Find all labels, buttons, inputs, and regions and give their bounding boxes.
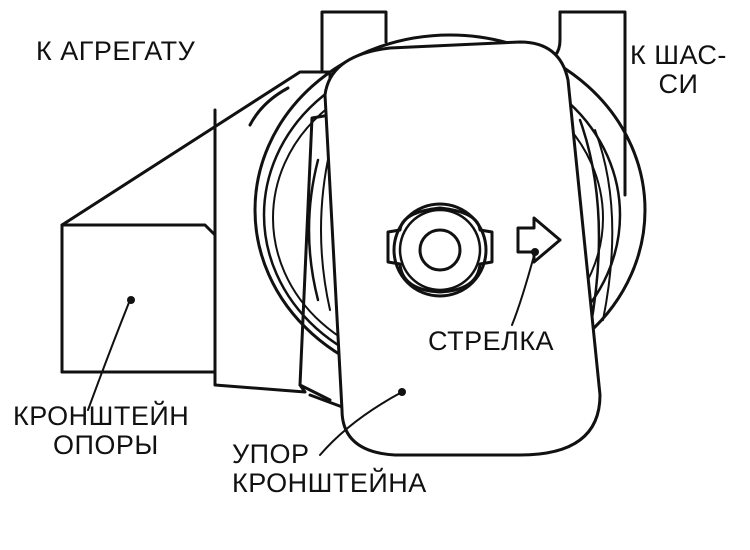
label-bracket-stop-line-2: КРОНШТЕЙНА — [232, 468, 427, 498]
center-bushing — [386, 202, 494, 298]
leader-dots — [127, 248, 539, 396]
label-to-chassis-line-2: СИ — [658, 69, 699, 99]
label-to-chassis-line-1: К ШАС- — [630, 40, 727, 70]
label-to-chassis: К ШАС- СИ — [630, 41, 727, 99]
label-support-bracket-line-2: ОПОРЫ — [53, 430, 159, 460]
label-arrow: СТРЕЛКА — [428, 326, 555, 356]
label-bracket-stop: УПОР КРОНШТЕЙНА — [232, 440, 427, 498]
leader-lines — [87, 251, 536, 456]
direction-arrow — [516, 216, 562, 264]
bracket-stop-plate — [323, 40, 602, 457]
label-to-unit: К АГРЕГАТУ — [36, 36, 196, 66]
label-support-bracket-line-1: КРОНШТЕЙН — [13, 401, 190, 431]
label-support-bracket: КРОНШТЕЙН ОПОРЫ — [13, 402, 189, 460]
support-bracket — [60, 70, 347, 410]
label-bracket-stop-line-1: УПОР — [232, 439, 310, 469]
